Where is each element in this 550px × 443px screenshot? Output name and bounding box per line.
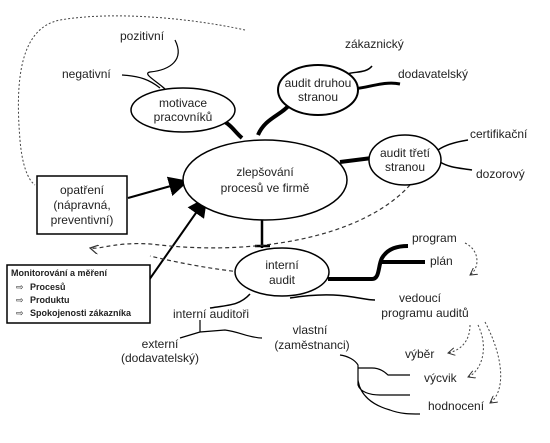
monitoring-box: Monitorování a měření ⇨ Procesů ⇨ Produk… xyxy=(6,264,151,324)
node-motivace-line1: motivace xyxy=(159,96,207,110)
label-vlastni-line2: (zaměstnanci) xyxy=(274,338,349,352)
node-interni-line2: audit xyxy=(269,273,296,287)
label-plan: plán xyxy=(430,254,453,268)
node-audit3-line2: stranou xyxy=(385,160,425,174)
edge-certifikacni xyxy=(437,139,469,151)
node-audit2-line2: stranou xyxy=(298,90,338,104)
edge-dozorovy xyxy=(439,161,473,171)
dotted-vedouci-vyber xyxy=(448,324,471,353)
edge-audit3-center xyxy=(339,156,373,164)
node-audit3: audit třetí stranou xyxy=(368,134,442,186)
edge-interni-vedouci xyxy=(289,294,376,301)
label-negativni: negativní xyxy=(62,67,111,81)
edge-negativni xyxy=(121,74,161,89)
label-dozorovy: dozorový xyxy=(476,167,525,181)
monitoring-bullet-3: ⇨ xyxy=(16,308,24,318)
label-vedouci-line2: programu auditů xyxy=(381,306,468,320)
node-center: zlepšování procesů ve firmě xyxy=(182,139,348,221)
node-opatreni: opatření (nápravná, preventivní) xyxy=(36,175,128,235)
node-audit2-line1: audit druhou xyxy=(285,76,352,90)
node-audit3-line1: audit třetí xyxy=(380,146,431,160)
label-pozitivni: pozitivní xyxy=(120,29,165,43)
node-interni-line1: interní xyxy=(265,258,299,272)
node-opatreni-line1: opatření xyxy=(60,183,105,197)
label-certifikacni: certifikační xyxy=(470,127,528,141)
label-vycvik: výcvik xyxy=(424,371,458,385)
monitoring-bullet-2: ⇨ xyxy=(16,295,24,305)
dotted-vedouci-vycvik xyxy=(468,324,484,377)
label-vlastni-line1: vlastní xyxy=(293,323,328,337)
node-opatreni-line2: (nápravná, xyxy=(53,198,110,212)
label-vedouci-line1: vedoucí xyxy=(399,291,442,305)
dashed-audit3-opatreni xyxy=(90,184,411,248)
label-externi-line2: (dodavatelský) xyxy=(121,351,199,365)
label-zakaznicky: zákaznický xyxy=(345,37,404,51)
monitoring-title: Monitorování a měření xyxy=(11,268,108,278)
edge-pozitivni xyxy=(147,39,179,96)
label-externi-line1: externí xyxy=(142,337,179,351)
label-vyber: výběr xyxy=(405,347,434,361)
dashed-interni-monitor xyxy=(149,255,241,273)
monitoring-item-procesu: Procesů xyxy=(30,282,66,292)
monitoring-item-spokojenost: Spokojenosti zákazníka xyxy=(30,308,132,318)
edge-interni-auditori xyxy=(209,293,251,309)
edge-vlastni-bracket xyxy=(339,354,421,415)
monitoring-bullet-1: ⇨ xyxy=(16,282,24,292)
edge-opatreni-center xyxy=(127,176,189,199)
edge-auditori-split xyxy=(179,320,263,339)
label-interni-auditori: interní auditoři xyxy=(173,307,249,321)
label-dodavatelsky: dodavatelský xyxy=(398,67,468,81)
edge-motivace-center xyxy=(223,120,244,140)
node-motivace-line2: pracovníků xyxy=(154,110,213,124)
label-program: program xyxy=(412,231,457,245)
monitoring-item-produktu: Produktu xyxy=(30,295,70,305)
node-center-line2: procesů ve firmě xyxy=(221,181,310,195)
node-motivace: motivace pracovníků xyxy=(130,87,236,133)
edge-interni-program xyxy=(328,244,409,281)
feedback-loop-dotted xyxy=(17,15,246,186)
node-interni: interní audit xyxy=(234,247,330,297)
node-opatreni-line3: preventivní) xyxy=(51,213,114,227)
label-hodnoceni: hodnocení xyxy=(428,399,485,413)
dotted-program-vedouci xyxy=(464,242,477,275)
node-audit2: audit druhou stranou xyxy=(277,64,359,116)
edge-audit2-center xyxy=(256,102,292,136)
node-center-line1: zlepšování xyxy=(236,165,294,179)
dotted-vedouci-hodnoceni xyxy=(484,321,502,403)
